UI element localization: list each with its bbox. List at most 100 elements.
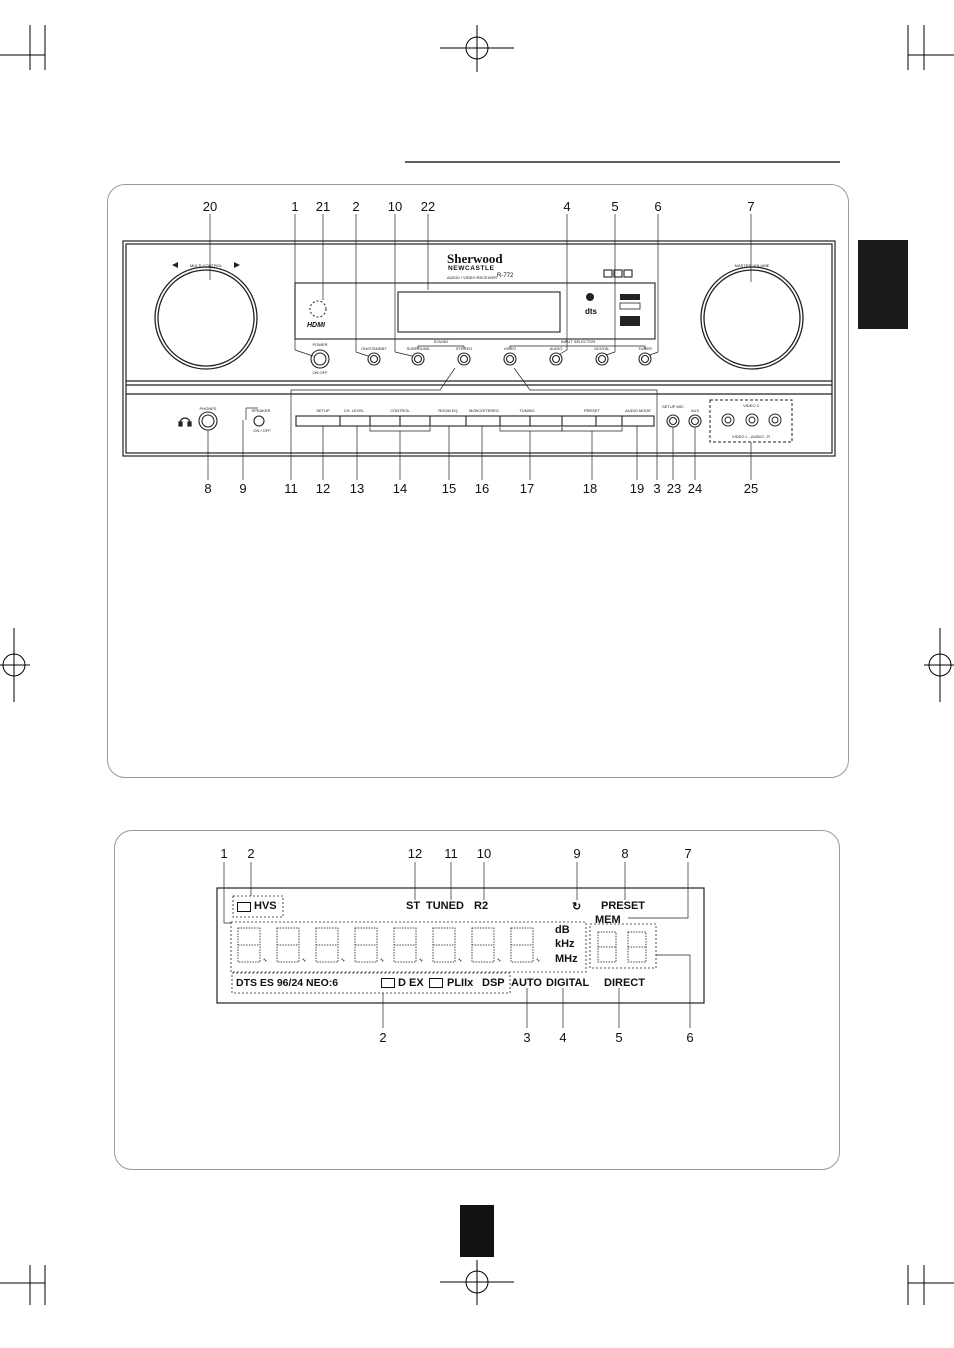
callout-17: 17	[519, 481, 535, 496]
brand-logo: Sherwood	[447, 251, 503, 266]
callout-3: 3	[653, 481, 661, 496]
label-audio-mode: AUDIO MODE	[625, 408, 651, 413]
label-multi-control: MULTI CONTROL	[189, 263, 223, 268]
indicator-st: ST	[406, 900, 421, 912]
label-tuning: TUNING	[519, 408, 535, 413]
display-callout-2: 2	[247, 846, 255, 861]
logo-block-2	[619, 302, 641, 310]
display-outline	[216, 887, 705, 1004]
indicator-khz: kHz	[555, 938, 575, 950]
label-on-standby: ON/STANDBY	[361, 346, 387, 351]
display-callout-9: 9	[573, 846, 581, 861]
indicator-mem: MEM	[595, 914, 621, 926]
display-callout-12: 12	[407, 846, 423, 861]
indicator-direct: DIRECT	[604, 977, 645, 989]
segment-dot	[419, 958, 423, 962]
indicator-hvs: HVS	[254, 900, 277, 912]
display-callout-2b: 2	[379, 1030, 387, 1045]
segment-dot	[380, 958, 384, 962]
label-video3: VIDEO 3	[743, 403, 759, 408]
mode-row-box	[231, 972, 511, 994]
display-callout-3: 3	[523, 1030, 531, 1045]
indicator-dts-row: DTS ES 96/24 NEO:6	[236, 977, 339, 989]
headphone-glyph	[178, 417, 192, 427]
callout-16: 16	[474, 481, 490, 496]
indicator-pliix: PLIIx	[447, 977, 474, 989]
registration-marks	[0, 25, 954, 1305]
leader-lines-top	[209, 214, 752, 357]
segment-dot	[302, 958, 306, 962]
callout-9: 9	[239, 481, 247, 496]
callout-20: 20	[202, 199, 218, 214]
callout-19: 19	[629, 481, 645, 496]
multi-control-knob	[154, 266, 258, 370]
label-room-eq: ROOM EQ	[438, 408, 458, 413]
label-aux: AUX	[690, 408, 700, 413]
label-setup: SETUP	[316, 408, 330, 413]
indicator-dsp: DSP	[482, 977, 505, 989]
label-video: VIDEO	[503, 346, 517, 351]
label-speaker: SPEAKER	[251, 408, 271, 413]
indicator-digital: DIGITAL	[546, 977, 590, 989]
mem-digits	[597, 931, 647, 963]
segment-dot	[536, 958, 540, 962]
hvs-box	[232, 895, 284, 918]
label-video3-sub: VIDEO L - AUDIO - R	[731, 434, 771, 439]
segment-box	[230, 921, 587, 973]
callout-8: 8	[204, 481, 212, 496]
indicator-sleep: ↻	[572, 901, 582, 913]
master-volume-knob	[700, 266, 804, 370]
dolby-symbol-hvs	[237, 902, 251, 912]
callout-7: 7	[747, 199, 755, 214]
callout-22: 22	[420, 199, 436, 214]
display-callout-1: 1	[220, 846, 228, 861]
display-leaders	[223, 862, 691, 1028]
top-row-buttons	[310, 349, 652, 369]
callout-5: 5	[611, 199, 619, 214]
dts-logo: dts	[585, 307, 597, 316]
indicator-r2: R2	[474, 900, 489, 912]
display-callout-8: 8	[621, 846, 629, 861]
label-speaker-sub: ON / OFF	[253, 428, 271, 433]
display-callout-7: 7	[684, 846, 692, 861]
callout-10: 10	[387, 199, 403, 214]
indicator-db: dB	[555, 924, 570, 936]
callout-25: 25	[743, 481, 759, 496]
label-sound: SOUND	[433, 339, 449, 344]
callout-13: 13	[349, 481, 365, 496]
label-control: CONTROL	[390, 408, 410, 413]
dolby-symbol-pliix	[429, 978, 443, 988]
callout-18: 18	[582, 481, 598, 496]
mem-digit-box	[589, 923, 657, 969]
logo-dot	[586, 293, 594, 301]
display-callout-11: 11	[444, 846, 458, 861]
label-audio: AUDIO	[549, 346, 563, 351]
callout-2: 2	[352, 199, 360, 214]
callout-24: 24	[687, 481, 703, 496]
model-subtitle: AUDIO / VIDEO RECEIVER	[447, 275, 498, 280]
callout-4: 4	[563, 199, 571, 214]
label-preset: PRESET	[583, 408, 601, 413]
page-number-block	[460, 1205, 494, 1257]
indicator-tuned: TUNED	[426, 900, 464, 912]
callout-12: 12	[315, 481, 331, 496]
segment-dot	[497, 958, 501, 962]
label-digital: DIGITAL	[594, 346, 610, 351]
display-callout-4: 4	[559, 1030, 567, 1045]
label-power-sub: ON OFF	[312, 370, 328, 375]
group-brackets	[417, 345, 646, 349]
display-callout-5: 5	[615, 1030, 623, 1045]
logo-block-3	[620, 316, 640, 326]
callout-23: 23	[666, 481, 682, 496]
label-mono-stereo: MONO/STEREO	[468, 408, 500, 413]
label-phones: PHONES	[199, 406, 217, 411]
model-number: R-772	[497, 273, 514, 279]
segment-digits	[237, 927, 540, 963]
indicator-auto: AUTO	[511, 977, 542, 989]
callout-1: 1	[291, 199, 299, 214]
label-ch-level: CH. LEVEL	[343, 408, 365, 413]
logo-block-1	[620, 294, 640, 300]
lower-row-controls	[198, 411, 702, 431]
callout-11: 11	[284, 481, 298, 496]
multi-control-arrows	[172, 262, 240, 268]
